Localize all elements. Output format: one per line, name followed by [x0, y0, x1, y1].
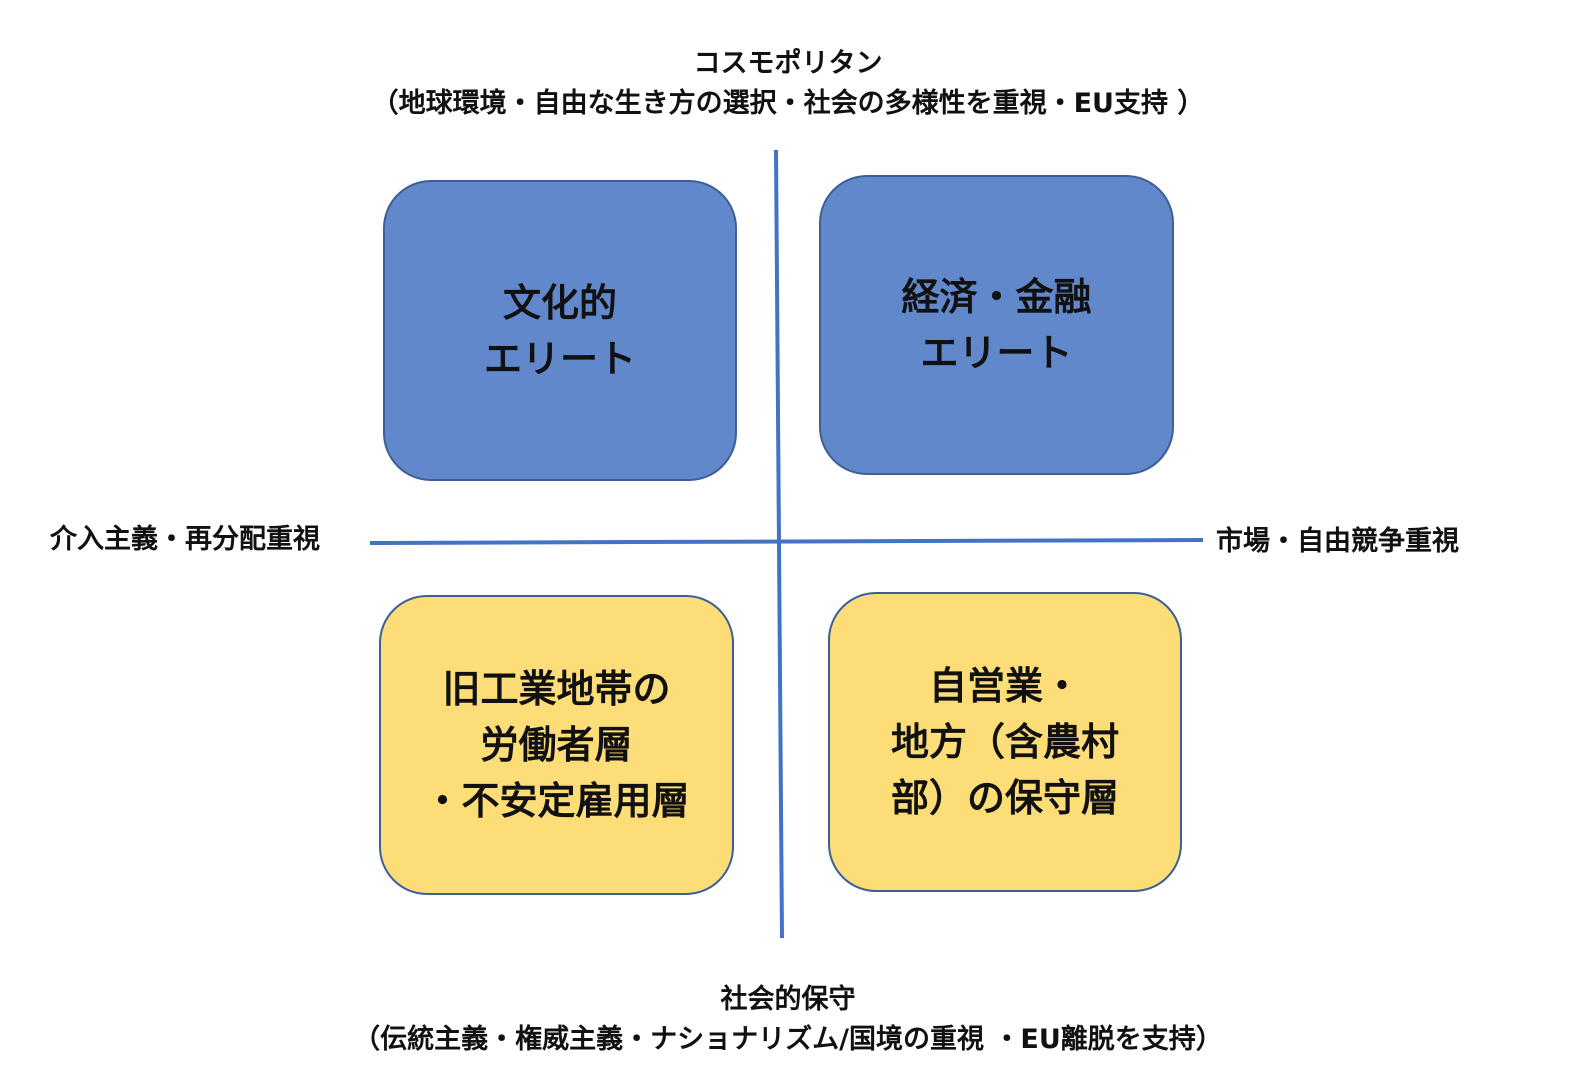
quadrant-bottom-right-box: 自営業・ 地方（含農村 部）の保守層 — [828, 592, 1182, 892]
quadrant-bottom-left-label: 旧工業地帯の 労働者層 ・不安定雇用層 — [423, 667, 690, 823]
left-axis-label: 介入主義・再分配重視 — [50, 524, 320, 555]
quadrant-top-left-label: 文化的 エリート — [483, 280, 636, 381]
bottom-axis-description: （伝統主義・権威主義・ナショナリズム/国境の重視 ・EU離脱を支持） — [353, 1024, 1223, 1055]
bottom-axis-label: 社会的保守 （伝統主義・権威主義・ナショナリズム/国境の重視 ・EU離脱を支持） — [0, 980, 1576, 1060]
quadrant-top-right-box: 経済・金融 エリート — [819, 175, 1174, 475]
quadrant-top-right-label: 経済・金融 エリート — [901, 275, 1092, 375]
quadrant-bottom-right-label: 自営業・ 地方（含農村 部）の保守層 — [890, 664, 1119, 820]
top-axis-title: コスモポリタン — [693, 48, 883, 79]
top-axis-label: コスモポリタン （地球環境・自由な生き方の選択・社会の多様性を重視・EU支持 ） — [0, 44, 1576, 124]
right-axis-label: 市場・自由競争重視 — [1216, 526, 1459, 557]
top-axis-description: （地球環境・自由な生き方の選択・社会の多様性を重視・EU支持 ） — [371, 88, 1205, 119]
bottom-axis-title: 社会的保守 — [720, 984, 856, 1015]
quadrant-bottom-left-box: 旧工業地帯の 労働者層 ・不安定雇用層 — [379, 595, 734, 895]
vertical-axis-line — [774, 149, 784, 939]
quadrant-top-left-box: 文化的 エリート — [383, 180, 737, 481]
horizontal-axis-line — [369, 538, 1204, 545]
